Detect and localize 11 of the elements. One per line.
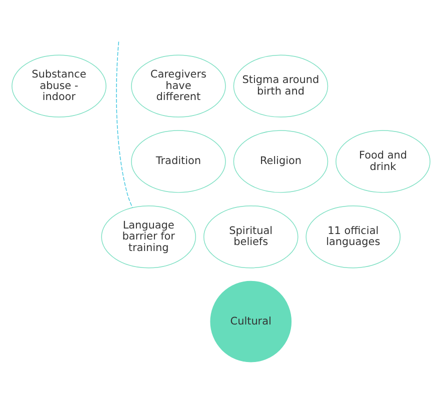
node-ellipse: Spiritual beliefs — [202, 206, 298, 268]
node-ellipse: Caregivers have different — [130, 54, 226, 118]
node-circle: Cultural — [210, 280, 292, 362]
node-ellipse: Language barrier for training — [100, 206, 196, 268]
connector — [116, 41, 132, 208]
node-ellipse: Substance abuse - indoor — [11, 54, 106, 118]
node-ellipse: Religion — [232, 130, 328, 193]
node-ellipse: Stigma around birth and — [232, 54, 328, 118]
node-ellipse: 11 official languages — [305, 206, 400, 268]
node-ellipse: Food and drink — [335, 130, 430, 193]
node-ellipse: Tradition — [130, 130, 226, 193]
